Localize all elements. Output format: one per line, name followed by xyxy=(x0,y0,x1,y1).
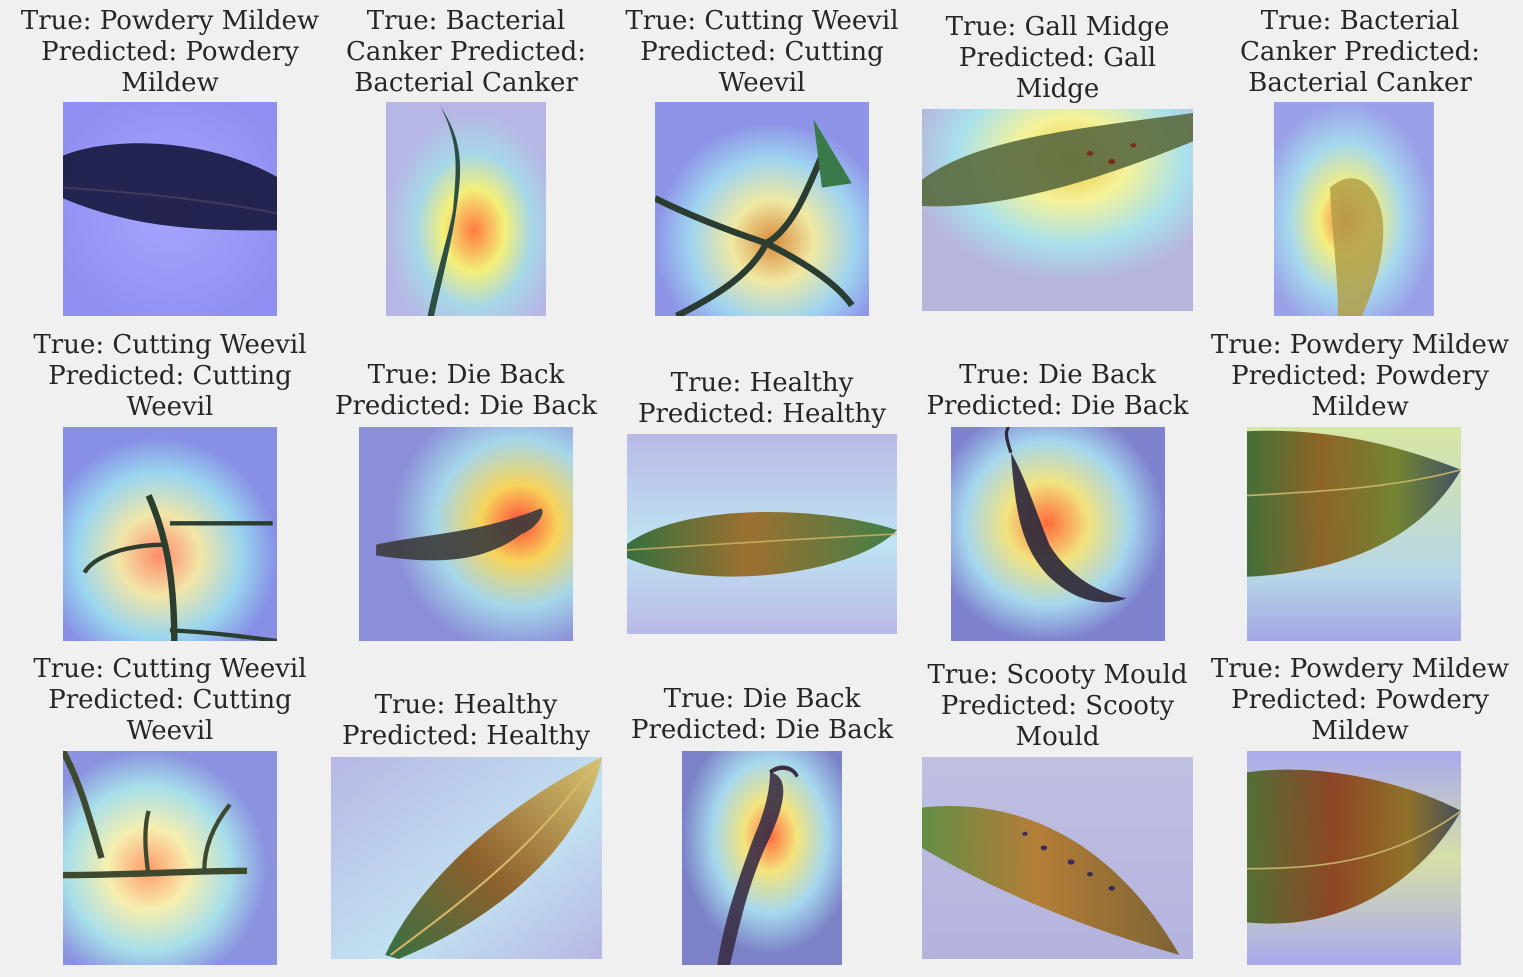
panel-title: True: Powdery Mildew Predicted: Powdery … xyxy=(1210,654,1510,746)
leaf-heatmap-image xyxy=(63,427,277,641)
leaf-heatmap-image xyxy=(1247,751,1461,965)
leaf-heatmap-image xyxy=(655,102,869,316)
panel-title: True: Powdery Mildew Predicted: Powdery … xyxy=(1210,330,1510,422)
panel-4: True: Gall Midge Predicted: Gall Midge xyxy=(905,0,1210,330)
panel-title: True: Die Back Predicted: Die Back xyxy=(334,360,598,421)
leaf-heatmap-image xyxy=(63,102,277,316)
panel-title: True: Die Back Predicted: Die Back xyxy=(630,684,894,745)
leaf-heatmap-image xyxy=(951,427,1165,641)
panel-13: True: Die Back Predicted: Die Back xyxy=(610,652,914,977)
leaf-heatmap-image xyxy=(1274,102,1434,316)
panel-15: True: Powdery Mildew Predicted: Powdery … xyxy=(1197,652,1523,977)
panel-2: True: Bacterial Canker Predicted: Bacter… xyxy=(305,0,627,330)
panel-title: True: Healthy Predicted: Healthy xyxy=(341,690,591,751)
leaf-heatmap-image xyxy=(386,102,546,316)
leaf-heatmap-image xyxy=(922,757,1193,959)
panel-title: True: Gall Midge Predicted: Gall Midge xyxy=(945,12,1170,104)
leaf-heatmap-image xyxy=(627,434,897,634)
leaf-heatmap-image xyxy=(359,427,573,641)
panel-title: True: Bacterial Canker Predicted: Bacter… xyxy=(345,6,587,98)
panel-title: True: Die Back Predicted: Die Back xyxy=(926,360,1189,421)
panel-5: True: Bacterial Canker Predicted: Bacter… xyxy=(1197,0,1523,330)
leaf-heatmap-image xyxy=(922,109,1193,311)
leaf-heatmap-image xyxy=(682,751,842,965)
panel-title: True: Cutting Weevil Predicted: Cutting … xyxy=(625,6,899,98)
panel-10: True: Powdery Mildew Predicted: Powdery … xyxy=(1197,328,1523,658)
leaf-heatmap-image xyxy=(63,751,277,965)
panel-1: True: Powdery Mildew Predicted: Powdery … xyxy=(0,0,340,330)
panel-3: True: Cutting Weevil Predicted: Cutting … xyxy=(610,0,914,330)
panel-14: True: Scooty Mould Predicted: Scooty Mou… xyxy=(905,652,1210,977)
leaf-heatmap-image xyxy=(1247,427,1461,641)
panel-title: True: Bacterial Canker Predicted: Bacter… xyxy=(1239,6,1481,98)
panel-title: True: Healthy Predicted: Healthy xyxy=(637,368,887,429)
panel-9: True: Die Back Predicted: Die Back xyxy=(905,328,1210,658)
panel-title: True: Cutting Weevil Predicted: Cutting … xyxy=(33,654,307,746)
panel-8: True: Healthy Predicted: Healthy xyxy=(610,328,914,658)
panel-title: True: Scooty Mould Predicted: Scooty Mou… xyxy=(927,660,1188,752)
panel-title: True: Powdery Mildew Predicted: Powdery … xyxy=(20,6,320,98)
panel-7: True: Die Back Predicted: Die Back xyxy=(305,328,627,658)
panel-11: True: Cutting Weevil Predicted: Cutting … xyxy=(0,652,340,977)
panel-6: True: Cutting Weevil Predicted: Cutting … xyxy=(0,328,340,658)
panel-12: True: Healthy Predicted: Healthy xyxy=(305,652,627,977)
panel-title: True: Cutting Weevil Predicted: Cutting … xyxy=(33,330,307,422)
leaf-heatmap-image xyxy=(331,757,602,959)
